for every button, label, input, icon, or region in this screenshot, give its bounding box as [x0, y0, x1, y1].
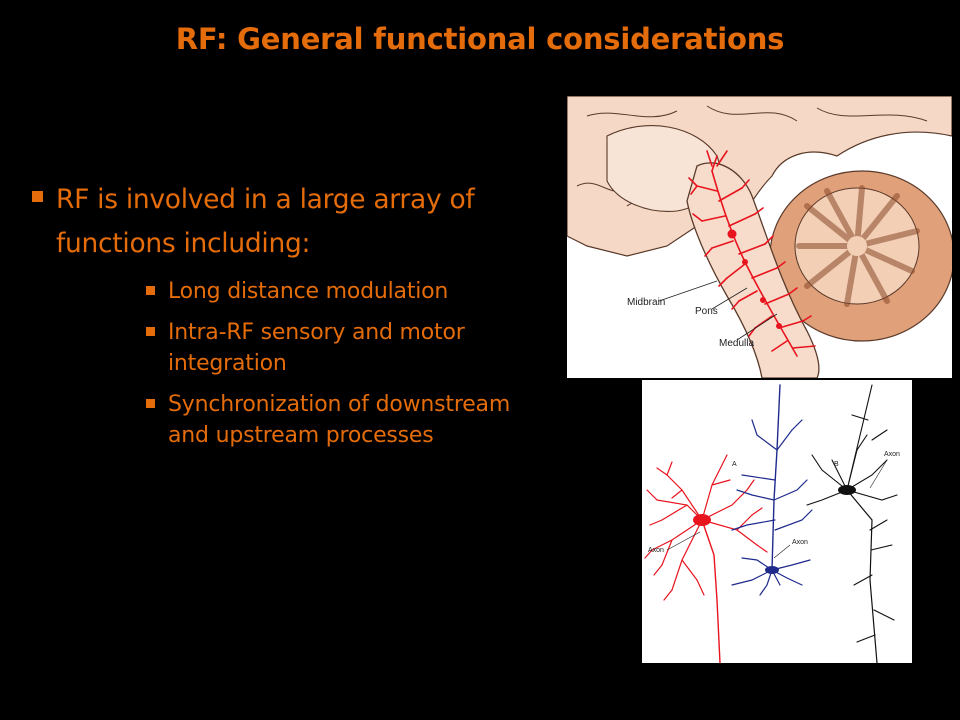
sub-bullet-list: Long distance modulation Intra-RF sensor…: [56, 276, 518, 451]
cerebellum-shape: [769, 170, 952, 342]
blue-neuron: [731, 384, 813, 596]
bullet-item: RF is involved in a large array of funct…: [28, 178, 518, 451]
label-pons: Pons: [695, 306, 718, 317]
sub-bullet-item: Long distance modulation: [146, 276, 518, 307]
neuron-illustration: A B Axon Axon Axon: [642, 380, 912, 663]
reticular-nuclei: [727, 229, 782, 329]
label-panel-a: A: [732, 461, 737, 468]
blue-neuron-soma: [765, 566, 779, 574]
black-neuron-soma: [838, 485, 856, 495]
bullet-list: RF is involved in a large array of funct…: [28, 178, 518, 461]
red-neuron-soma: [693, 514, 711, 526]
label-midbrain: Midbrain: [627, 297, 665, 308]
label-panel-b: B: [834, 461, 839, 468]
sub-bullet-item: Synchronization of downstream and upstre…: [146, 389, 518, 451]
red-neuron: [644, 454, 768, 663]
black-neuron: [806, 384, 898, 663]
label-axon-mid: Axon: [792, 539, 808, 546]
bullet-text: RF is involved in a large array of funct…: [56, 184, 475, 259]
brainstem-illustration: Midbrain Pons Medulla: [567, 96, 952, 378]
slide-title: RF: General functional considerations: [175, 22, 785, 56]
label-medulla: Medulla: [719, 338, 754, 349]
sub-bullet-item: Intra-RF sensory and motor integration: [146, 317, 518, 379]
label-axon-right: Axon: [884, 451, 900, 458]
label-axon-left: Axon: [648, 547, 664, 554]
